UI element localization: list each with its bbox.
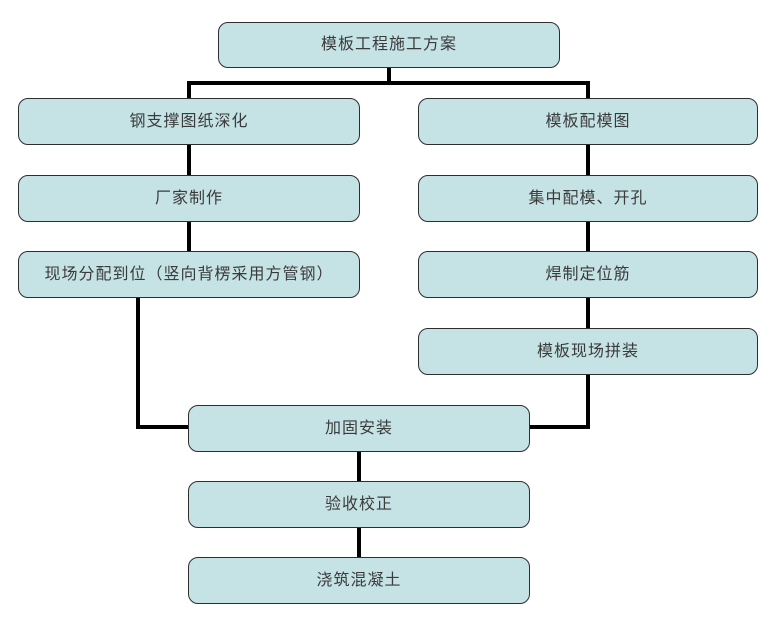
connector-split-horizontal [187,81,590,85]
flow-node-welding-positioning-bars: 焊制定位筋 [418,251,758,298]
flow-node-steel-support-drawing: 钢支撑图纸深化 [18,98,360,145]
connector-merge-2-3 [357,528,361,557]
connector-left-merge [136,425,190,429]
flow-node-site-distribution: 现场分配到位（竖向背楞采用方管钢） [18,251,360,298]
flow-node-label: 现场分配到位（竖向背楞采用方管钢） [44,265,334,283]
flow-node-label: 集中配模、开孔 [528,189,648,207]
flow-node-plan: 模板工程施工方案 [218,22,560,68]
connector-left-1-2 [187,145,191,175]
connector-right-3-4 [586,298,590,328]
connector-left-down-long [136,298,140,429]
connector-right-merge [528,425,590,429]
flow-node-formwork-layout-drawing: 模板配模图 [418,98,758,145]
flow-node-label: 模板工程施工方案 [320,36,457,54]
flow-node-label: 浇筑混凝土 [316,571,402,589]
flow-node-label: 加固安装 [324,419,393,437]
connector-right-drop [586,83,590,98]
flow-node-label: 验收校正 [324,495,393,513]
flow-node-label: 钢支撑图纸深化 [129,112,249,130]
connector-left-drop [187,83,191,98]
connector-root-down [387,68,391,84]
connector-left-2-3 [187,222,191,251]
flow-node-pour-concrete: 浇筑混凝土 [188,557,530,604]
connector-merge-1-2 [357,452,361,481]
flow-node-centralized-matching-drilling: 集中配模、开孔 [418,175,758,222]
flow-node-acceptance-correction: 验收校正 [188,481,530,528]
flow-node-label: 模板配模图 [545,112,631,130]
flow-node-label: 焊制定位筋 [545,265,631,283]
flow-node-reinforce-install: 加固安装 [188,405,530,452]
connector-right-1-2 [586,145,590,175]
flow-node-label: 厂家制作 [154,189,223,207]
flow-node-site-assembly: 模板现场拼装 [418,328,758,375]
connector-right-2-3 [586,222,590,251]
flow-node-label: 模板现场拼装 [536,342,639,360]
connector-right-down-long [586,375,590,429]
flow-node-manufacturer-production: 厂家制作 [18,175,360,222]
